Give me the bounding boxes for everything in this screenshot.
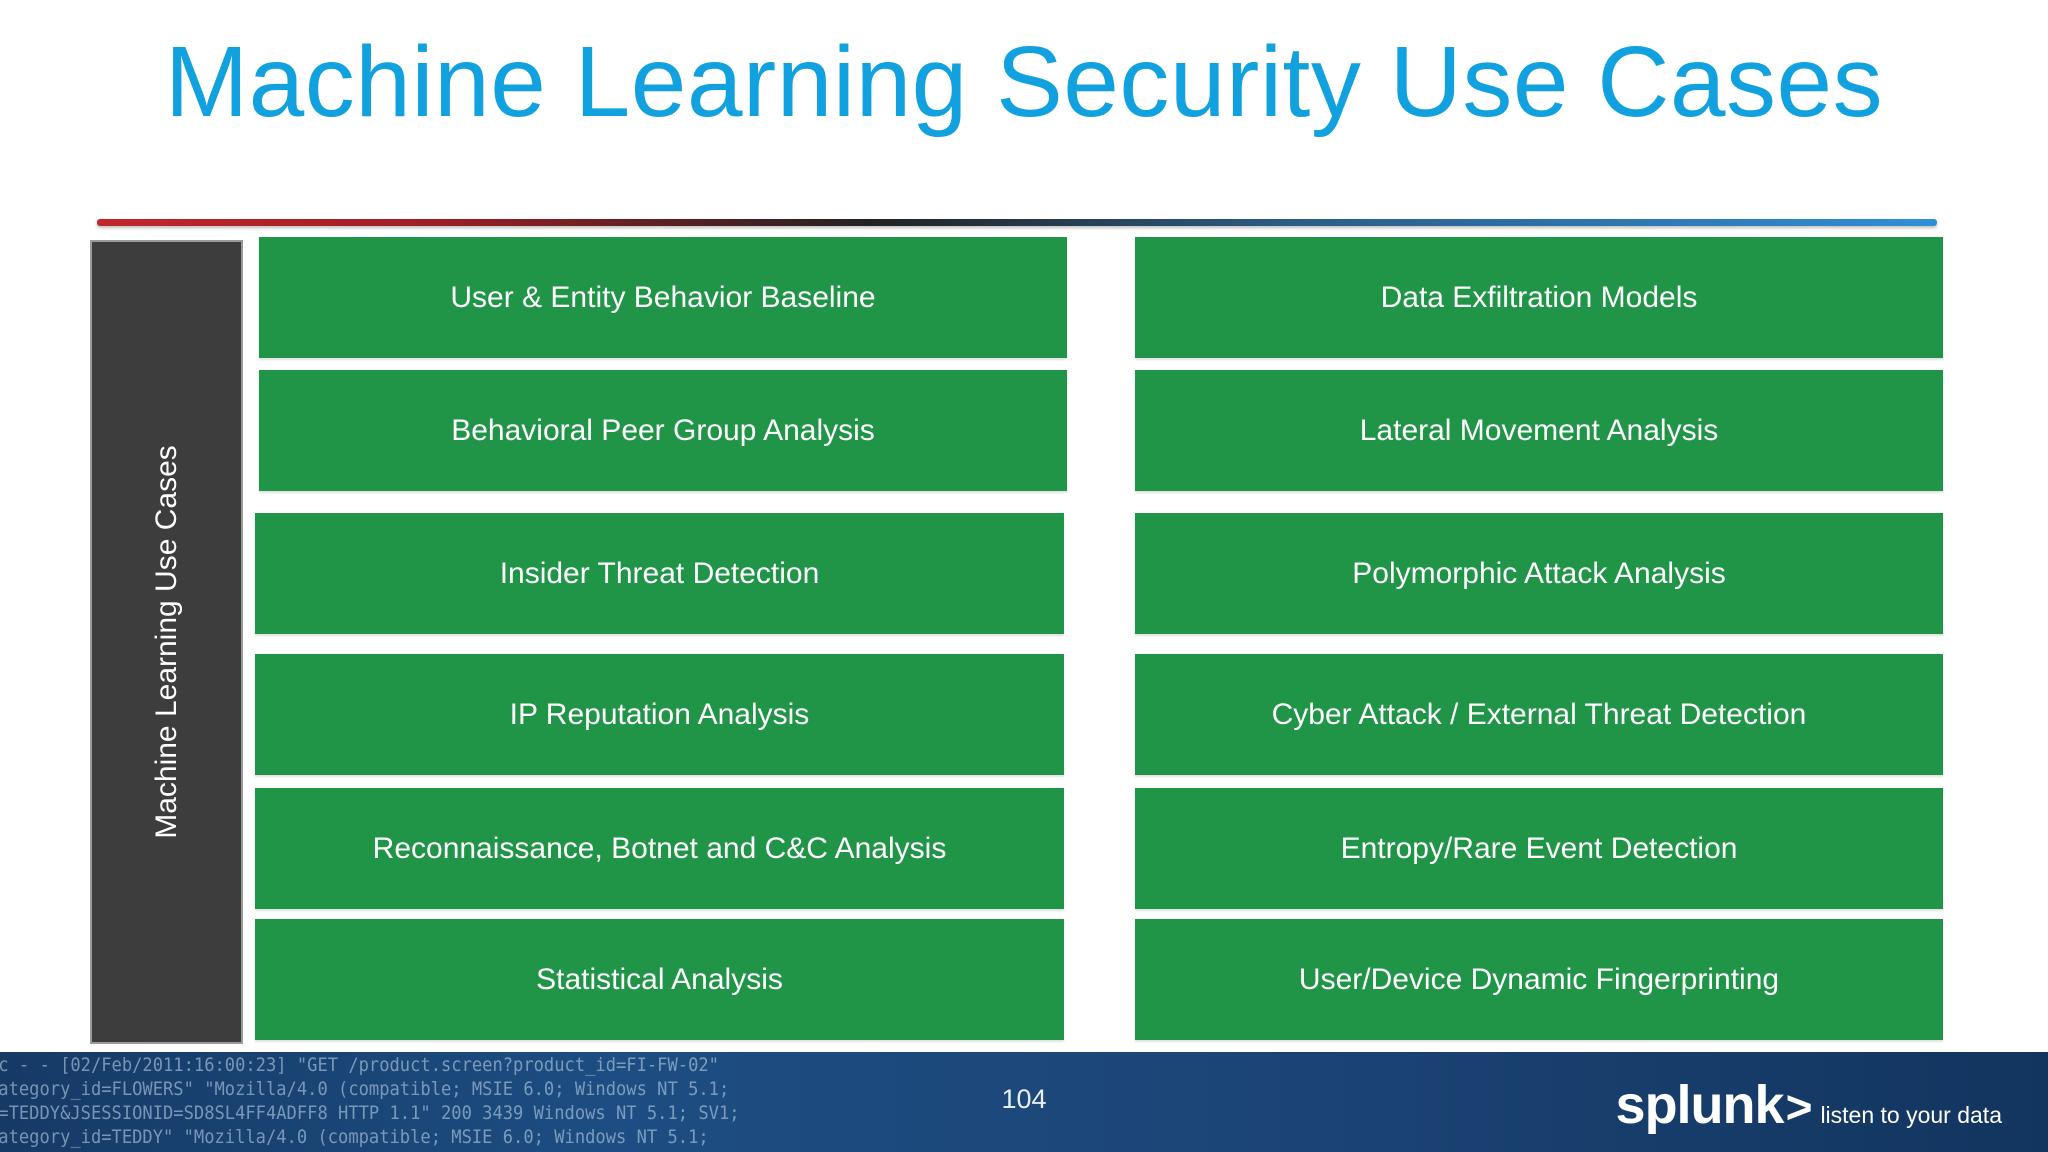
use-case-label: Polymorphic Attack Analysis [1352, 556, 1726, 590]
splunk-logo: splunk > listen to your data [1616, 1074, 2002, 1136]
use-case-entropy-rare-event-detection[interactable]: Entropy/Rare Event Detection [1135, 788, 1943, 909]
use-case-label: Cyber Attack / External Threat Detection [1271, 697, 1807, 731]
use-case-data-exfiltration-models[interactable]: Data Exfiltration Models [1135, 237, 1943, 358]
use-case-label: Data Exfiltration Models [1380, 280, 1698, 314]
background-log-line: d=TEDDY&JSESSIONID=SD8SL4FF4ADFF8 HTTP 1… [0, 1102, 740, 1124]
footer-band: hc - - [02/Feb/2011:16:00:23] "GET /prod… [0, 1052, 2048, 1152]
use-case-label: User/Device Dynamic Fingerprinting [1298, 962, 1780, 996]
brand-wordmark: splunk [1615, 1075, 1785, 1135]
use-case-behavioral-peer-group-analysis[interactable]: Behavioral Peer Group Analysis [259, 370, 1067, 491]
title-divider [97, 219, 1937, 226]
use-case-label: Reconnaissance, Botnet and C&C Analysis [372, 831, 947, 865]
page-number: 104 [1001, 1084, 1047, 1114]
use-case-label: User & Entity Behavior Baseline [450, 280, 876, 314]
use-case-label: Insider Threat Detection [499, 556, 820, 590]
slide-title: Machine Learning Security Use Cases [164, 26, 1884, 138]
use-case-user-entity-behavior-baseline[interactable]: User & Entity Behavior Baseline [259, 237, 1067, 358]
use-case-cyber-attack-external-threat-detection[interactable]: Cyber Attack / External Threat Detection [1135, 654, 1943, 775]
background-log-line: category_id=TEDDY" "Mozilla/4.0 (compati… [0, 1126, 709, 1148]
use-case-lateral-movement-analysis[interactable]: Lateral Movement Analysis [1135, 370, 1943, 491]
brand-tagline: listen to your data [1820, 1102, 2002, 1128]
use-case-user-device-dynamic-fingerprinting[interactable]: User/Device Dynamic Fingerprinting [1135, 919, 1943, 1040]
use-case-statistical-analysis[interactable]: Statistical Analysis [255, 919, 1064, 1040]
use-case-reconnaissance-botnet-cc-analysis[interactable]: Reconnaissance, Botnet and C&C Analysis [255, 788, 1064, 909]
use-case-polymorphic-attack-analysis[interactable]: Polymorphic Attack Analysis [1135, 513, 1943, 634]
use-case-label: Statistical Analysis [536, 962, 783, 996]
use-case-label: Entropy/Rare Event Detection [1340, 831, 1738, 865]
background-log-line: category_id=FLOWERS" "Mozilla/4.0 (compa… [0, 1078, 730, 1100]
use-case-insider-threat-detection[interactable]: Insider Threat Detection [255, 513, 1064, 634]
side-category-bar: Machine Learning Use Cases [90, 240, 243, 1044]
use-case-label: Lateral Movement Analysis [1359, 413, 1719, 447]
side-category-label: Machine Learning Use Cases [149, 445, 183, 839]
use-case-ip-reputation-analysis[interactable]: IP Reputation Analysis [255, 654, 1064, 775]
use-case-label: Behavioral Peer Group Analysis [451, 413, 875, 447]
chevron-right-icon: > [1785, 1081, 1813, 1133]
use-case-label: IP Reputation Analysis [509, 697, 810, 731]
background-log-line: hc - - [02/Feb/2011:16:00:23] "GET /prod… [0, 1054, 719, 1076]
